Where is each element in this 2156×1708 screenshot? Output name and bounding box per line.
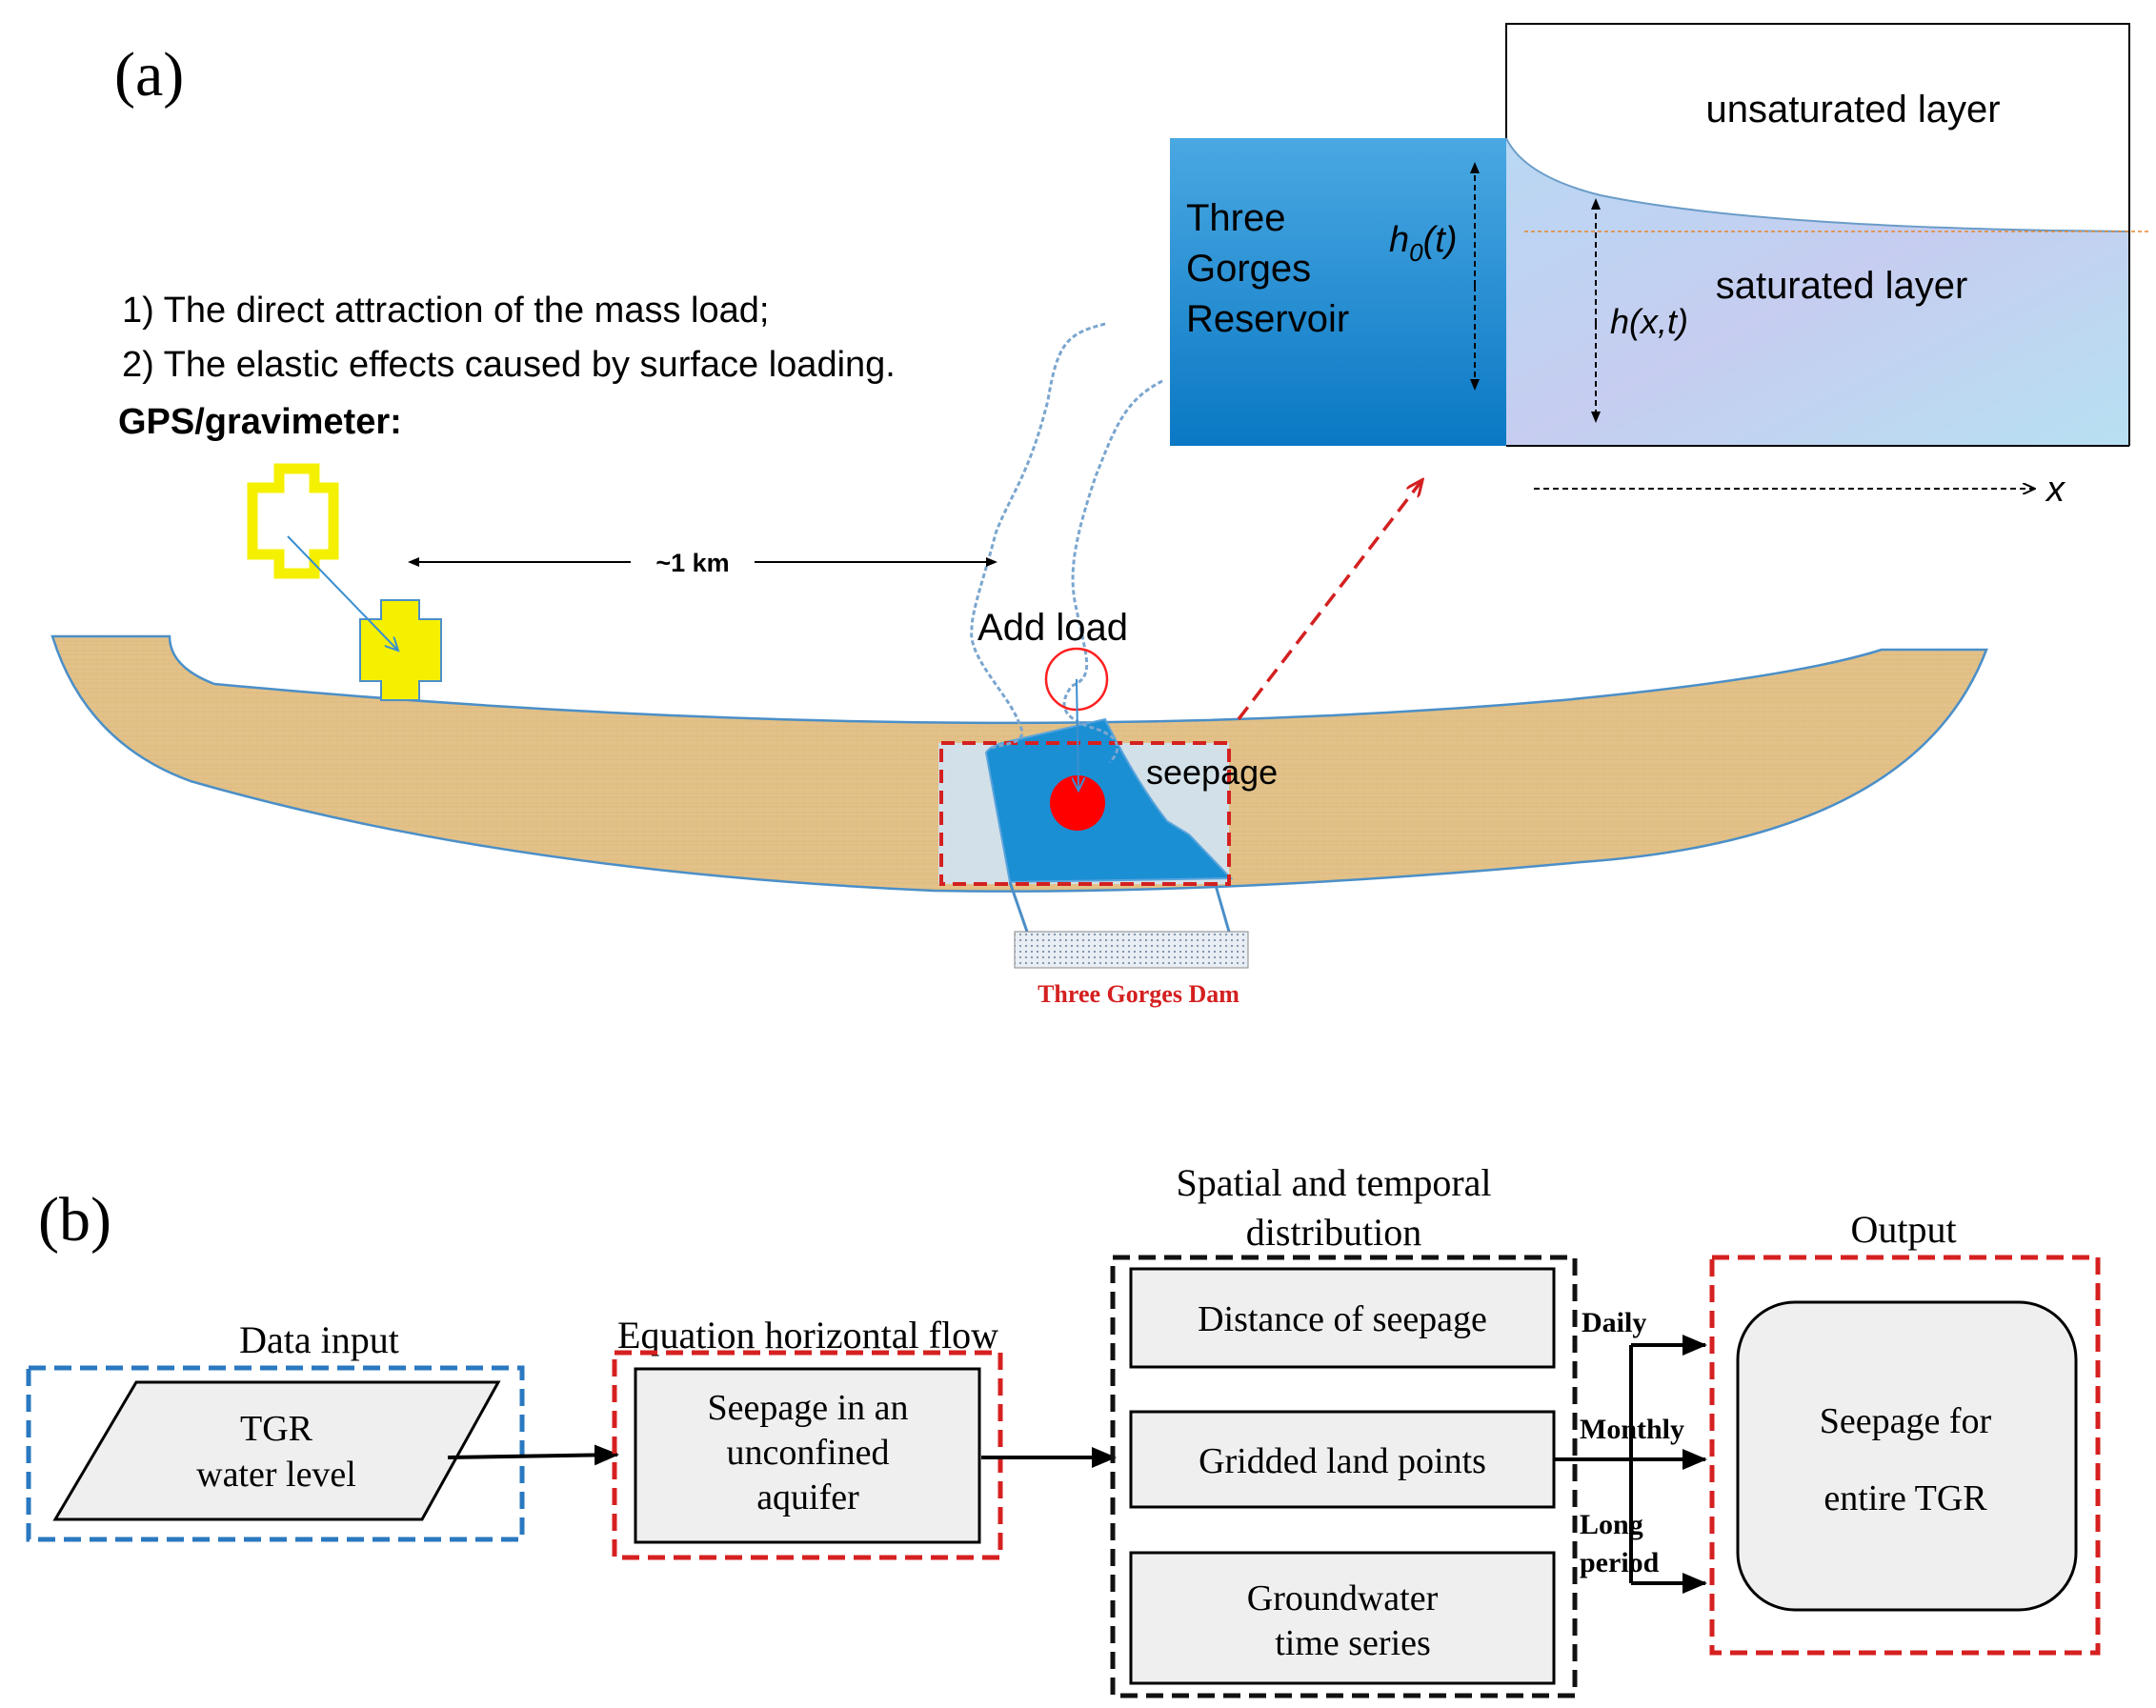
reservoir-line-2: Gorges [1186,248,1311,290]
unsaturated-box [1505,23,2130,446]
reservoir-line-3: Reservoir [1186,298,1349,340]
equation-line1: Seepage in an [707,1388,908,1428]
h0-label: h0(t) [1389,220,1457,267]
instrument-label: GPS/gravimeter: [118,402,402,442]
output-line2: entire TGR [1824,1478,1987,1518]
distance-label: ~1 km [655,549,729,577]
add-load-label: Add load [977,607,1128,649]
seepage-label: seepage [1146,753,1278,792]
panel-a-label: (a) [114,40,184,110]
dam-supports [1008,881,1231,933]
gridded-land-points-text: Gridded land points [1199,1441,1486,1481]
output-box [1736,1300,2078,1612]
arrow-input-to-equation [447,1444,619,1466]
gps-marker-outline [247,463,339,579]
h0-subscript: 0 [1409,238,1423,267]
equation-box [634,1367,981,1544]
branch-monthly: Monthly [1580,1414,1684,1445]
data-input-frame [26,1365,525,1542]
groundwater-line2: time series [1275,1623,1431,1663]
river-outline-left [970,322,1106,750]
list-item-1: 1) The direct attraction of the mass loa… [122,291,769,331]
branch-daily: Daily [1582,1307,1646,1338]
spatial-title-line1: Spatial and temporal [1176,1161,1491,1204]
data-input-title: Data input [239,1318,399,1361]
spatial-frame [1110,1255,1578,1698]
equation-line3: aquifer [756,1477,859,1517]
branch-long-line1: Long [1580,1509,1643,1540]
gps-arrow [287,535,398,651]
branch-long-line2: period [1580,1547,1660,1578]
distance-of-seepage-text: Distance of seepage [1198,1299,1487,1339]
inset-diagram: Three Gorges Reservoir h0(t) h(x,t) unsa… [1170,23,2151,510]
gps-marker-filled [359,599,442,701]
output-frame [1709,1255,2101,1656]
reservoir-line-1: Three [1186,197,1286,239]
reservoir-box [1170,138,1506,446]
data-input-parallelogram [52,1380,501,1521]
branch-connector [1554,1345,1633,1583]
equation-line2: unconfined [727,1433,890,1473]
gridded-land-points-box [1129,1410,1556,1509]
dam-label: Three Gorges Dam [1038,980,1239,1008]
equation-title: Equation horizontal flow [617,1314,998,1356]
h0-arg: (t) [1423,220,1458,260]
h0-symbol: h [1389,220,1409,260]
zoom-arrow [1237,481,1421,721]
unsaturated-label: unsaturated layer [1705,89,2000,131]
x-axis-label: x [2045,470,2066,510]
distance-of-seepage-box [1129,1267,1556,1369]
spatial-title-line2: distribution [1246,1211,1421,1254]
list-item-2: 2) The elastic effects caused by surface… [122,345,896,385]
data-input-line1: TGR [240,1409,313,1449]
groundwater-time-series-box [1129,1551,1556,1685]
saturated-zone [1506,138,2129,446]
dam-base [1014,931,1249,969]
groundwater-line1: Groundwater [1247,1578,1439,1618]
load-ball [1050,775,1105,831]
seepage-box [939,741,1231,886]
equation-frame [612,1350,1003,1560]
data-input-line2: water level [196,1455,356,1495]
hxt-label: h(x,t) [1610,302,1688,341]
river-outline-right [1062,379,1163,764]
phreatic-surface [1505,137,2130,232]
output-title: Output [1850,1208,1956,1251]
load-arrow [1077,678,1078,791]
panel-b-label: (b) [38,1185,111,1255]
saturated-label: saturated layer [1716,265,1968,307]
output-line1: Seepage for [1820,1401,1992,1441]
